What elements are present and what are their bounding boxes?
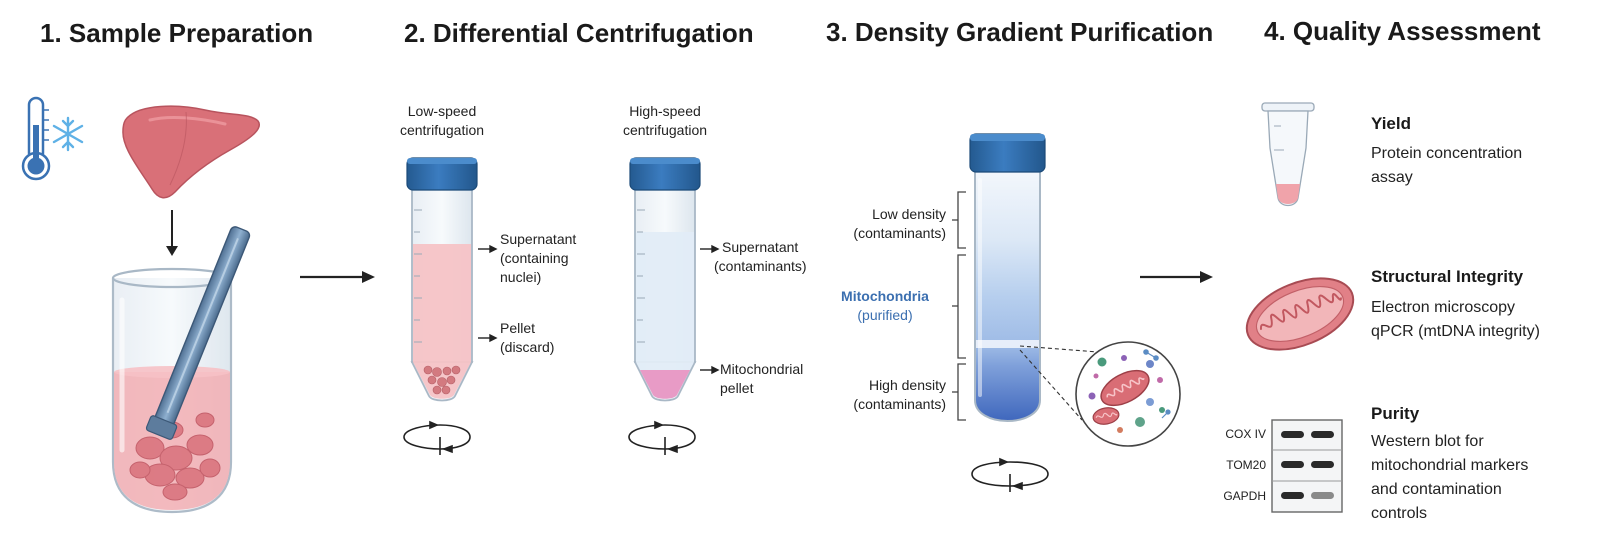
label-line: (contaminants) (853, 395, 946, 412)
low-density-label: Low density (contaminants) (806, 205, 946, 243)
blot-label-tom20: TOM20 (1226, 458, 1266, 472)
mitochondria-label: Mitochondria (841, 288, 929, 304)
purity-title: Purity (1371, 404, 1420, 423)
label-line: Supernatant (722, 239, 799, 255)
low-speed-heading: Low-speed centrifugation (367, 102, 517, 140)
pointer-arrow (700, 244, 720, 375)
snowflake-icon (52, 116, 84, 152)
label-line: Mitochondrial (720, 361, 804, 377)
western-blot-icon (1271, 419, 1343, 513)
blot-label-cox-iv: COX IV (1225, 427, 1266, 441)
structural-integrity-description: Electron microscopy qPCR (mtDNA integrit… (1371, 296, 1540, 344)
label-line: nuclei) (500, 268, 542, 285)
desc-line: Electron microscopy (1371, 299, 1516, 316)
desc-line: and contamination (1371, 481, 1502, 498)
homogenizer-icon (145, 226, 251, 440)
arrow-right-icon (1140, 271, 1213, 283)
rotation-icon (628, 420, 696, 455)
rotation-icon (971, 457, 1049, 492)
purity-description: Western blot for mitochondrial markers a… (1371, 430, 1528, 526)
mitochondrion-icon (1245, 277, 1355, 351)
thermometer-icon (21, 96, 51, 181)
low-speed-pellet-label: Pellet (discard) (500, 319, 554, 357)
label-line: Supernatant (500, 231, 577, 247)
purified-label: (purified) (857, 306, 913, 323)
liver-icon (122, 105, 260, 199)
desc-line: controls (1371, 505, 1428, 522)
low-speed-supernatant-label: Supernatant (containing nuclei) (500, 230, 576, 287)
low-speed-heading-line: centrifugation (399, 121, 485, 138)
high-speed-supernatant-label: Supernatant (contaminants) (714, 238, 807, 276)
desc-line: mitochondrial markers (1371, 457, 1529, 474)
zoom-circle (1075, 341, 1181, 447)
label-line: (contaminants) (853, 224, 946, 241)
stage-2-title: 2. Differential Centrifugation (404, 18, 754, 48)
high-speed-pellet-label: Mitochondrial pellet (720, 360, 803, 398)
low-speed-tube (406, 157, 478, 402)
arrow-right-icon (300, 271, 375, 283)
high-speed-tube (629, 157, 701, 402)
yield-title: Yield (1371, 114, 1411, 133)
stage-1-title: 1. Sample Preparation (40, 18, 314, 48)
desc-line: assay (1371, 169, 1413, 186)
label-line: Low density (872, 206, 946, 222)
microtube-icon (1261, 102, 1315, 207)
structural-integrity-title: Structural Integrity (1371, 267, 1524, 286)
label-line: High density (868, 377, 946, 393)
blot-label-gapdh: GAPDH (1223, 489, 1266, 503)
arrow-down-icon (166, 210, 178, 256)
mitochondria-purified-label: Mitochondria (purified) (820, 287, 950, 325)
label-line: (discard) (500, 338, 555, 355)
stage-3-title: 3. Density Gradient Purification (826, 17, 1214, 47)
rotation-icon (403, 420, 471, 455)
label-line: (containing (500, 249, 569, 266)
high-speed-heading-line: High-speed (629, 103, 701, 119)
desc-line: Protein concentration (1371, 145, 1523, 162)
stage-4-title: 4. Quality Assessment (1264, 16, 1541, 46)
label-line: (contaminants) (714, 257, 807, 274)
high-speed-heading: High-speed centrifugation (590, 102, 740, 140)
high-density-label: High density (contaminants) (806, 376, 946, 414)
label-line: Pellet (500, 320, 536, 336)
desc-line: qPCR (mtDNA integrity) (1371, 323, 1540, 340)
zoom-lines (1019, 345, 1099, 421)
gradient-brackets (952, 191, 966, 421)
pointer-arrow (478, 244, 498, 343)
desc-line: Western blot for (1371, 433, 1484, 450)
high-speed-heading-line: centrifugation (622, 121, 708, 138)
gradient-tube (969, 133, 1046, 422)
label-line: pellet (720, 379, 754, 396)
mitochondrion-icon (1100, 369, 1150, 407)
low-speed-heading-line: Low-speed (407, 103, 477, 119)
yield-description: Protein concentration assay (1371, 142, 1522, 190)
